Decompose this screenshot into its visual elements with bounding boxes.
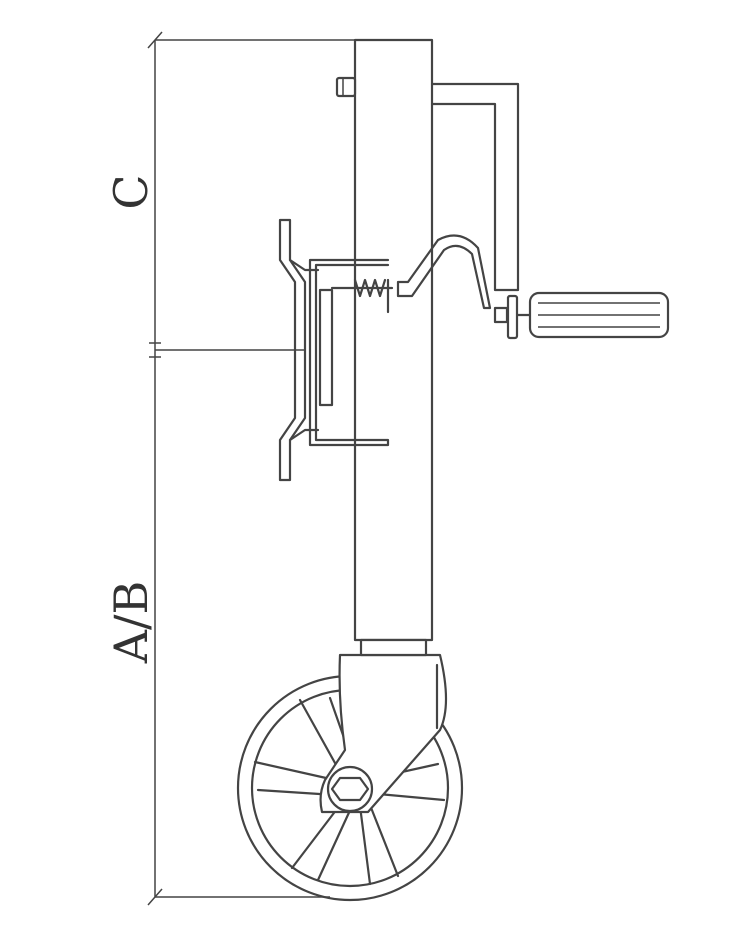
crank-shaft-collar (493, 306, 509, 324)
lock-stud (335, 76, 357, 98)
dimension-label-c: C (104, 174, 158, 209)
crank-washer (506, 294, 519, 340)
clamp-pad (318, 288, 334, 407)
clamp-top-flange (288, 258, 320, 272)
top-tick (147, 31, 163, 49)
crank-arm (430, 82, 520, 292)
wheel-spoke (358, 798, 400, 886)
axle-nut (330, 776, 370, 802)
caster-fork (319, 653, 448, 814)
clamp-bracket (308, 258, 390, 447)
clamp-lever (396, 234, 492, 310)
inner-tube-collar (359, 638, 428, 657)
dimension-label-a-b: A/B (104, 581, 158, 665)
outer-tube (353, 38, 434, 642)
clamp-spring (353, 278, 387, 298)
clamp-bottom-flange (288, 428, 320, 442)
mounting-clamp (278, 218, 492, 482)
bottom-tick (147, 888, 163, 906)
main-tube (335, 38, 434, 657)
wheel-spoke (290, 803, 354, 882)
crank-handle (430, 82, 670, 340)
